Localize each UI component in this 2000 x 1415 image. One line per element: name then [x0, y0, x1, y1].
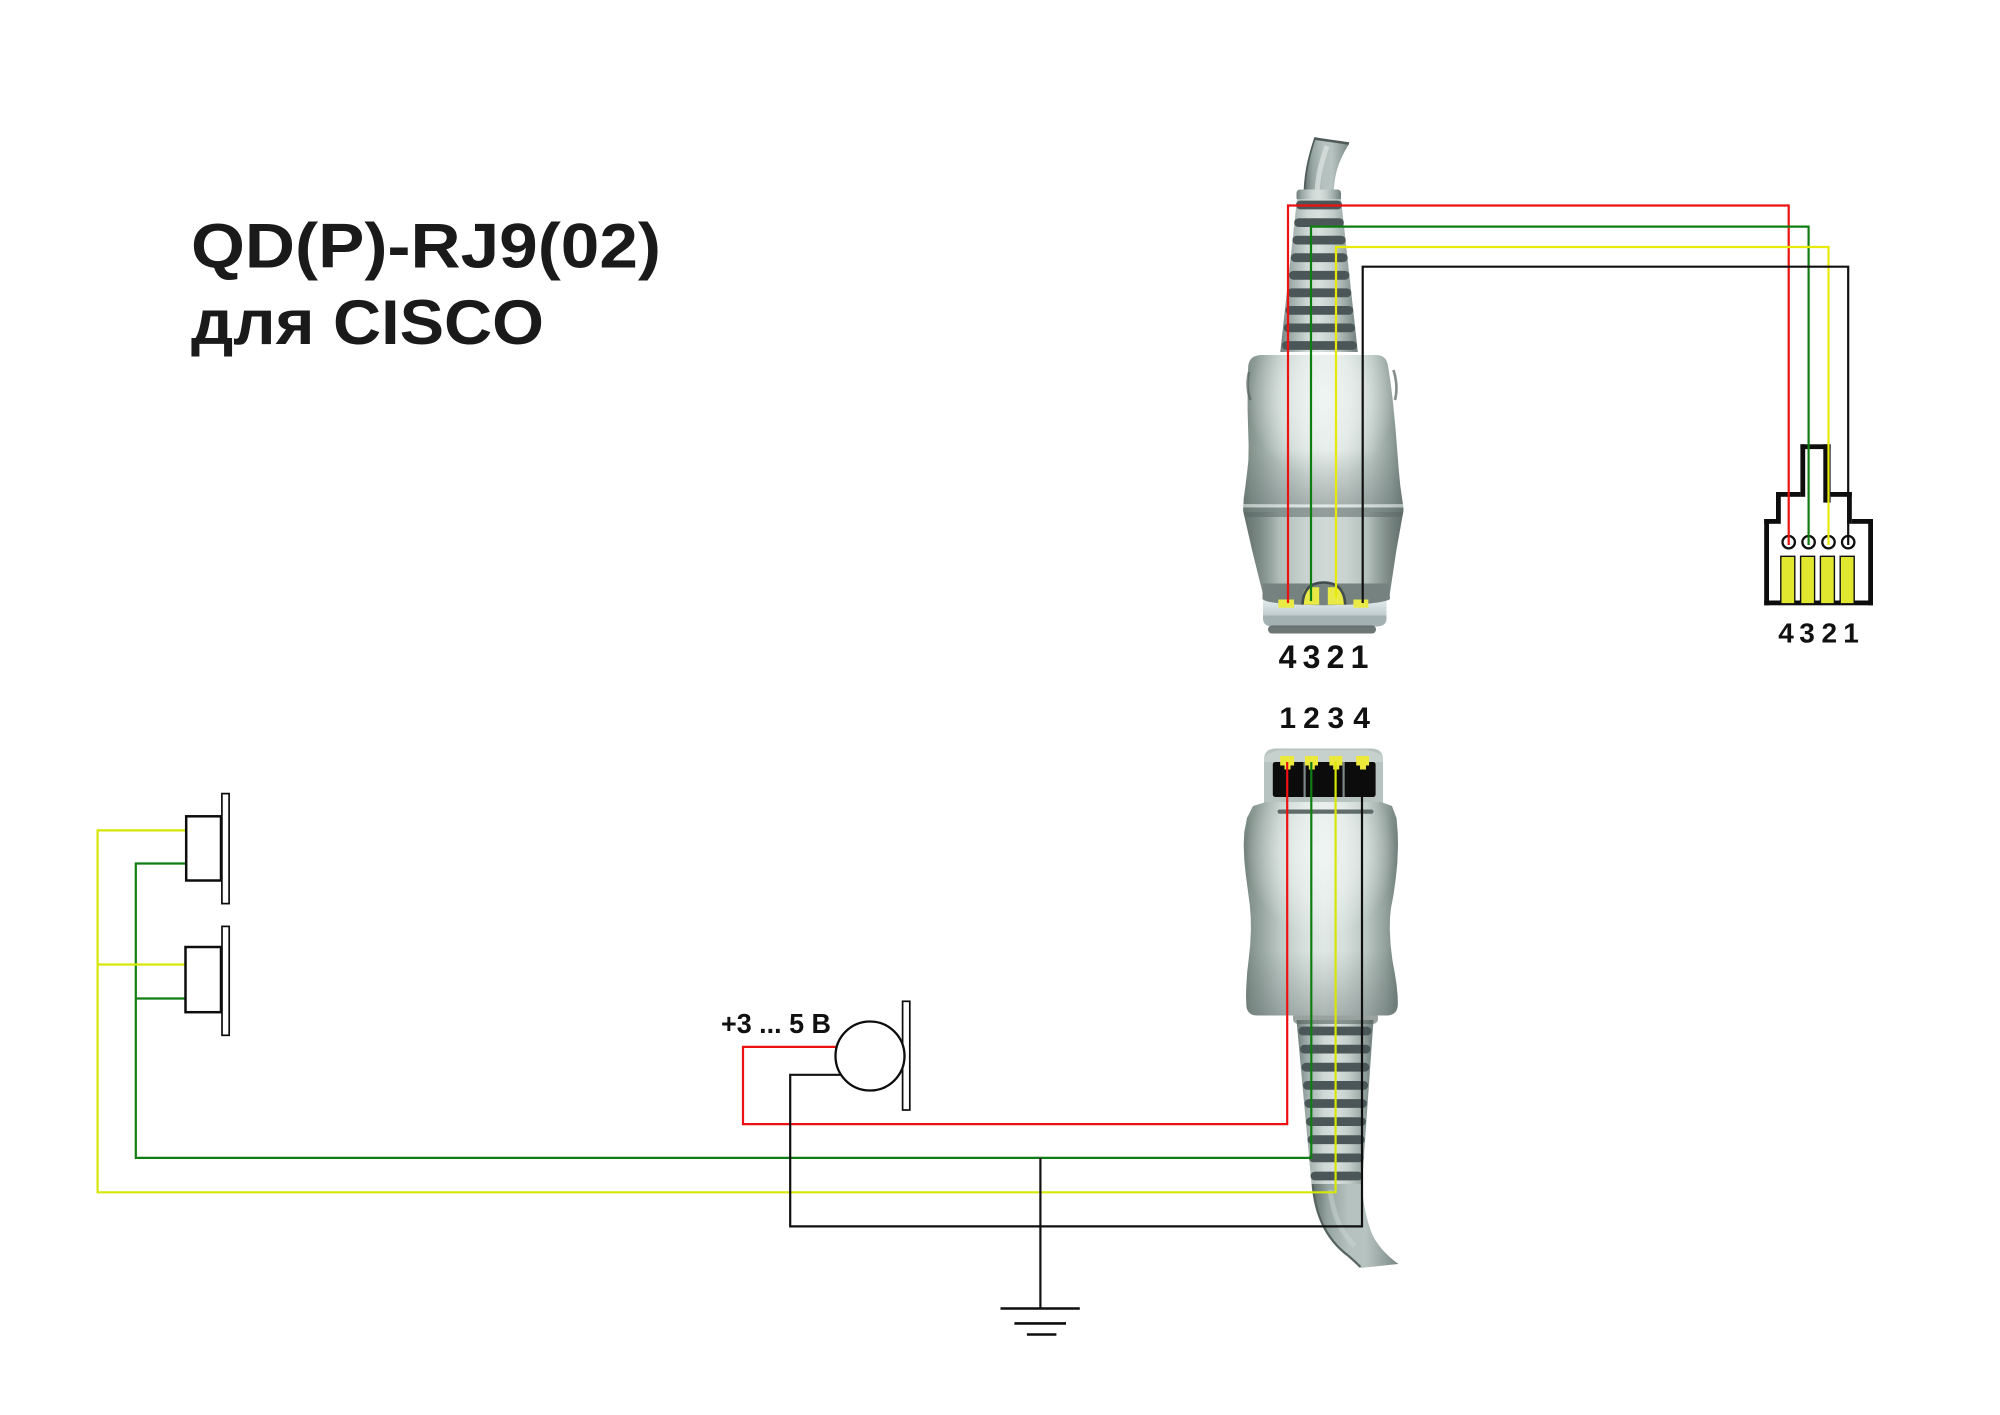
svg-text:2: 2 [1822, 617, 1838, 648]
svg-text:2: 2 [1327, 639, 1345, 675]
svg-text:1: 1 [1843, 617, 1859, 648]
svg-text:3: 3 [1799, 617, 1815, 648]
svg-text:1: 1 [1279, 702, 1296, 735]
svg-text:для CISCO: для CISCO [191, 288, 544, 358]
svg-text:QD(P)-RJ9(02): QD(P)-RJ9(02) [191, 212, 661, 282]
svg-text:+3 ... 5 В: +3 ... 5 В [721, 1008, 831, 1039]
svg-text:3: 3 [1327, 702, 1344, 735]
svg-text:3: 3 [1303, 639, 1321, 675]
svg-text:1: 1 [1351, 639, 1369, 675]
svg-text:4: 4 [1279, 639, 1297, 675]
svg-text:2: 2 [1303, 702, 1320, 735]
svg-text:4: 4 [1778, 617, 1794, 648]
svg-text:4: 4 [1353, 702, 1370, 735]
